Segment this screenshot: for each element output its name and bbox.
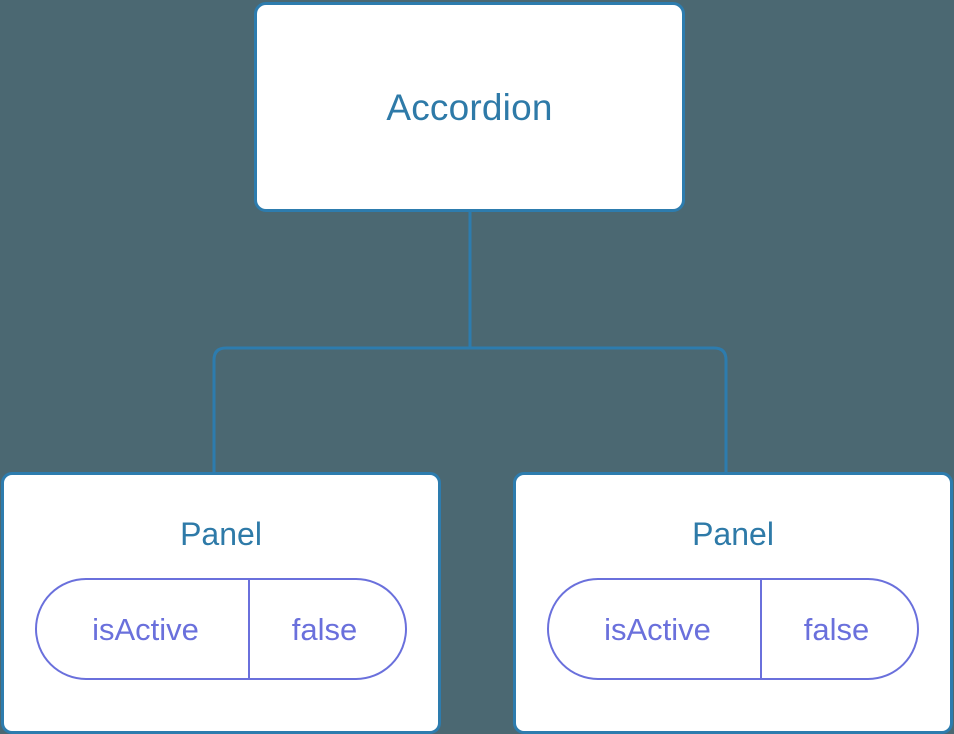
node-accordion[interactable]: Accordion bbox=[254, 2, 685, 212]
state-key-panel-1: isActive bbox=[37, 580, 250, 678]
node-panel-1[interactable]: Panel isActive false bbox=[1, 472, 441, 734]
state-key-panel-2: isActive bbox=[549, 580, 762, 678]
node-accordion-label: Accordion bbox=[386, 86, 553, 128]
node-panel-1-label: Panel bbox=[180, 516, 262, 552]
state-badge-panel-1[interactable]: isActive false bbox=[35, 578, 407, 680]
state-badge-panel-2[interactable]: isActive false bbox=[547, 578, 919, 680]
state-value-panel-1: false bbox=[291, 611, 358, 647]
state-value-panel-2: false bbox=[803, 611, 870, 647]
node-panel-2-label: Panel bbox=[692, 516, 774, 552]
node-panel-2[interactable]: Panel isActive false bbox=[513, 472, 953, 734]
connector-branch-bar bbox=[212, 346, 728, 474]
